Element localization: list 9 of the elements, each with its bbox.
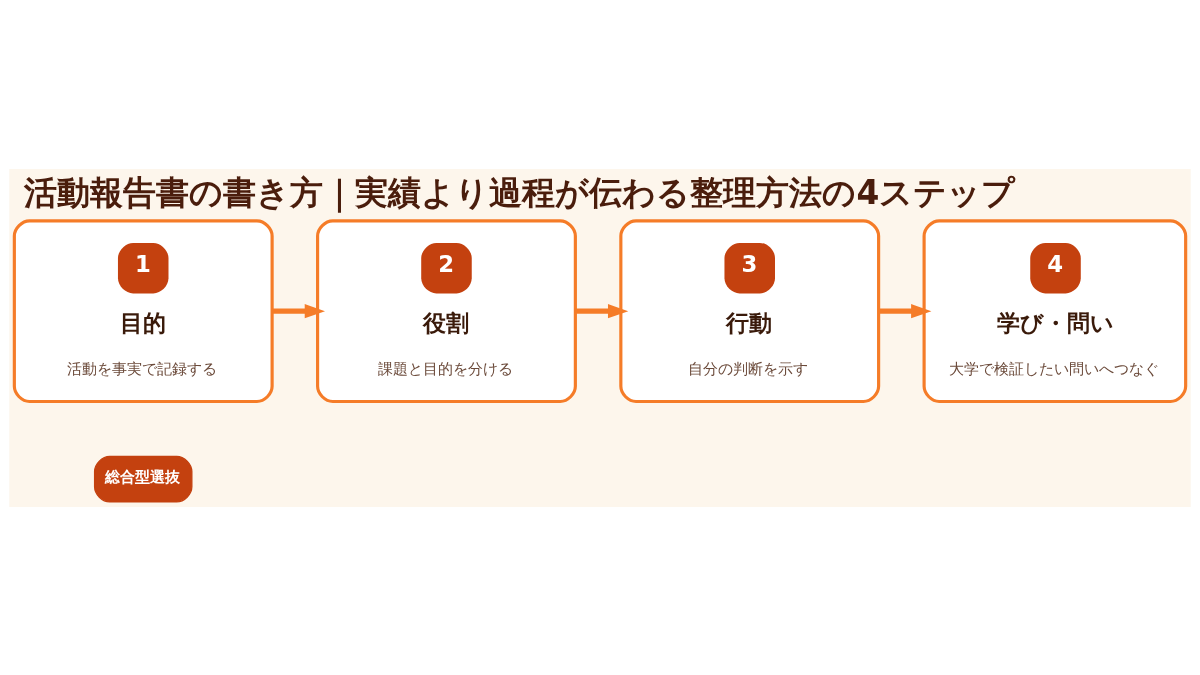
diagram-title: 活動報告書の書き方｜実績より過程が伝わる整理方法の4ステップ (24, 173, 1016, 212)
node-box: 1 目的 活動を事実で記録する (12, 218, 274, 403)
node-box: 2 役割 課題と目的を分ける (316, 218, 577, 403)
node-box: 総合型選抜 (93, 455, 193, 503)
arrow (272, 303, 325, 318)
arrow (878, 303, 932, 318)
arrow (575, 303, 629, 318)
node-box: 3 行動 自分の判断を示す (619, 218, 881, 403)
node-box: 4 学び・問い 大学で検証したい問いへつなぐ (922, 218, 1188, 403)
